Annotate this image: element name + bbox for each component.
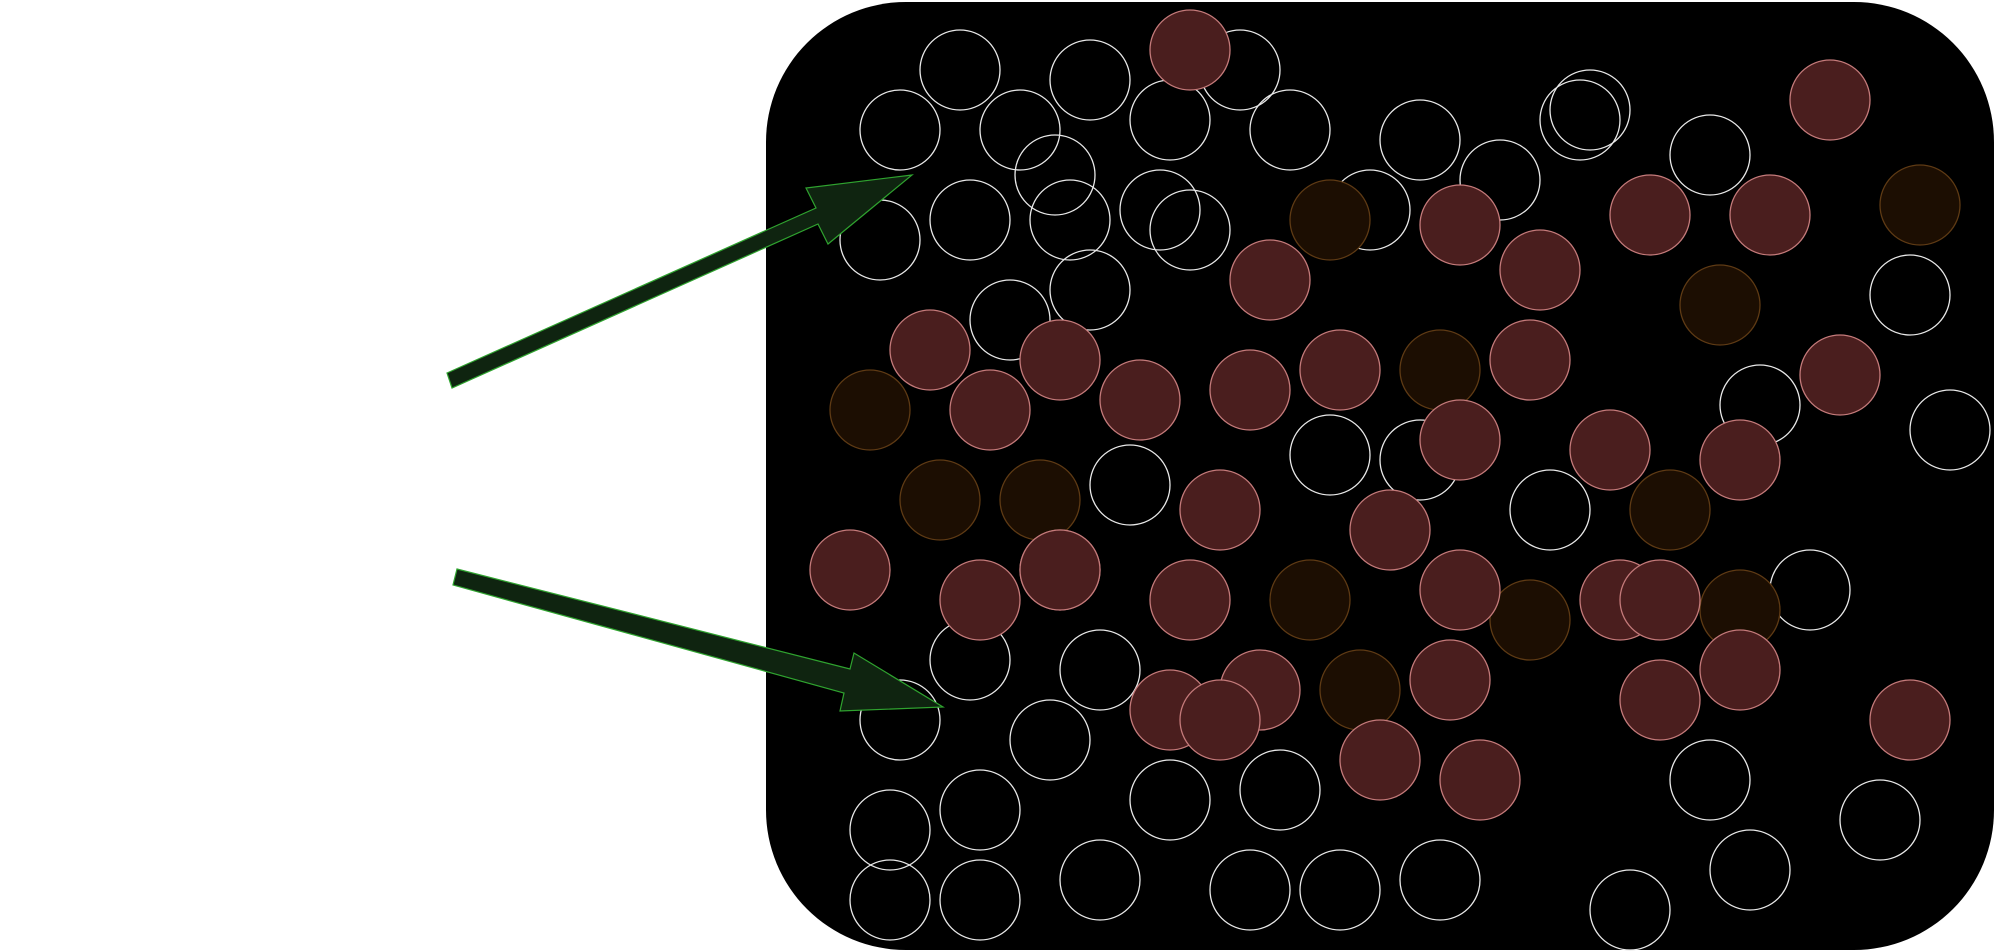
brown-particle	[1489, 579, 1571, 661]
empty-particle	[1669, 739, 1751, 821]
empty-particle	[1909, 389, 1991, 471]
brown-particle	[1319, 649, 1401, 731]
empty-particle	[1089, 444, 1171, 526]
red-particle	[1619, 659, 1701, 741]
red-particle	[1229, 239, 1311, 321]
empty-particle	[1239, 749, 1321, 831]
empty-particle	[969, 279, 1051, 361]
empty-particle	[1149, 189, 1231, 271]
empty-particle	[1589, 869, 1671, 951]
empty-particle	[1379, 99, 1461, 181]
red-particle	[1419, 399, 1501, 481]
red-particle	[1149, 9, 1231, 91]
red-particle	[1099, 359, 1181, 441]
brown-particle	[1269, 559, 1351, 641]
empty-particle	[859, 679, 941, 761]
empty-particle	[1399, 839, 1481, 921]
empty-particle	[929, 179, 1011, 261]
red-particle	[1349, 489, 1431, 571]
brown-particle	[1399, 329, 1481, 411]
empty-particle	[1869, 254, 1951, 336]
red-particle	[1019, 529, 1101, 611]
red-particle	[939, 559, 1021, 641]
red-particle	[1209, 349, 1291, 431]
empty-particle	[939, 859, 1021, 941]
empty-particle	[849, 789, 931, 871]
brown-particle	[1679, 264, 1761, 346]
empty-particle	[1539, 79, 1621, 161]
red-particle	[1299, 329, 1381, 411]
red-particle	[1149, 559, 1231, 641]
empty-particle	[1709, 829, 1791, 911]
red-particle	[1339, 719, 1421, 801]
red-particle	[1419, 184, 1501, 266]
empty-particle	[849, 859, 931, 941]
brown-particle	[1289, 179, 1371, 261]
red-particle	[1789, 59, 1871, 141]
red-particle	[1439, 739, 1521, 821]
empty-particle	[1119, 169, 1201, 251]
empty-particle	[1549, 69, 1631, 151]
red-particle	[1499, 229, 1581, 311]
red-particle	[1569, 409, 1651, 491]
brown-particle	[829, 369, 911, 451]
red-particle	[1019, 319, 1101, 401]
red-particle	[1419, 549, 1501, 631]
empty-particle	[939, 769, 1021, 851]
empty-particle	[1669, 114, 1751, 196]
red-particle	[1729, 174, 1811, 256]
empty-particle	[979, 89, 1061, 171]
red-particle	[1609, 174, 1691, 256]
red-particle	[1869, 679, 1951, 761]
empty-particle	[1299, 849, 1381, 931]
red-particle	[1489, 319, 1571, 401]
brown-particle	[999, 459, 1081, 541]
empty-particle	[1509, 469, 1591, 551]
upper-arrow-icon	[446, 174, 914, 389]
empty-particle	[1029, 179, 1111, 261]
red-particle	[949, 369, 1031, 451]
empty-particle	[1839, 779, 1921, 861]
empty-particle	[1009, 699, 1091, 781]
red-particle	[889, 309, 971, 391]
empty-particle	[1289, 414, 1371, 496]
red-particle	[1799, 334, 1881, 416]
red-particle	[1179, 679, 1261, 761]
empty-particle	[859, 89, 941, 171]
red-particle	[1179, 469, 1261, 551]
brown-particle	[899, 459, 981, 541]
brown-particle	[1879, 164, 1961, 246]
red-particle	[809, 529, 891, 611]
red-particle	[1699, 629, 1781, 711]
empty-particle	[1059, 629, 1141, 711]
red-particle	[1409, 639, 1491, 721]
lower-arrow-icon	[452, 568, 946, 712]
empty-particle	[1059, 839, 1141, 921]
red-particle	[1619, 559, 1701, 641]
empty-particle	[1129, 759, 1211, 841]
empty-particle	[1049, 39, 1131, 121]
arrows-layer	[446, 174, 946, 712]
empty-particle	[1209, 849, 1291, 931]
empty-particle	[1049, 249, 1131, 331]
particles-layer	[809, 9, 1991, 951]
empty-particle	[1249, 89, 1331, 171]
empty-particle	[1014, 134, 1096, 216]
brown-particle	[1629, 469, 1711, 551]
red-particle	[1699, 419, 1781, 501]
empty-particle	[919, 29, 1001, 111]
